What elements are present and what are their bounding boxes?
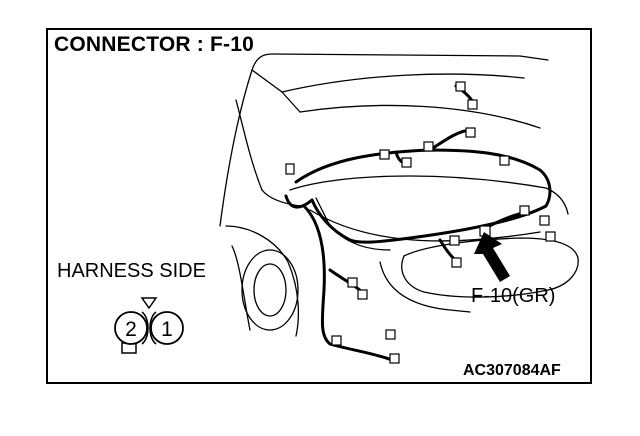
harness-connector: [331, 335, 342, 346]
harness-connector: [347, 277, 358, 288]
harness-connector: [401, 157, 412, 168]
harness-connector: [449, 235, 460, 246]
harness-connector: [379, 149, 390, 160]
harness-connector: [451, 257, 462, 268]
bumper-lower: [379, 261, 471, 313]
figure-code: AC307084AF: [463, 362, 561, 379]
connector-face-icon: 2 1: [114, 297, 184, 354]
harness-connector: [385, 329, 396, 340]
pin-2-label: 2: [125, 318, 137, 341]
harness-connector: [519, 205, 530, 216]
harness-connector: [465, 127, 476, 138]
harness-connector: [499, 155, 510, 166]
harness-connector: [545, 231, 556, 242]
harness-connector: [539, 215, 550, 226]
harness-connector: [389, 353, 400, 364]
body-side-upper: [261, 189, 301, 207]
pin-2-cavity: [114, 311, 148, 345]
harness-connector: [285, 163, 295, 175]
rear-window-bottom: [299, 104, 541, 129]
trunk-lid-top: [289, 175, 569, 215]
c-pillar: [251, 69, 301, 113]
harness-connector: [467, 99, 478, 110]
harness-connector: [455, 81, 466, 92]
wiring-harness: [284, 84, 552, 362]
rear-wheel: [241, 249, 299, 331]
side-window-line: [235, 99, 263, 191]
harness-side-label: HARNESS SIDE: [57, 260, 206, 282]
wheel-arch: [225, 225, 300, 337]
connector-callout-label: F-10(GR): [471, 285, 556, 307]
roof-line: [219, 53, 549, 227]
wheel-hub: [253, 263, 287, 317]
body-side-lower: [231, 245, 251, 331]
page-title: CONNECTOR : F-10: [54, 33, 254, 56]
license-recess: [401, 255, 549, 298]
harness-connector: [423, 141, 434, 152]
pin-1-cavity: [150, 311, 184, 345]
harness-connectors: [285, 81, 556, 364]
pointer-arrow-icon: [474, 232, 510, 282]
connector-key-triangle: [140, 297, 158, 310]
harness-connector: [357, 289, 368, 300]
rear-window-top: [281, 73, 525, 93]
pin-1-label: 1: [161, 318, 173, 341]
